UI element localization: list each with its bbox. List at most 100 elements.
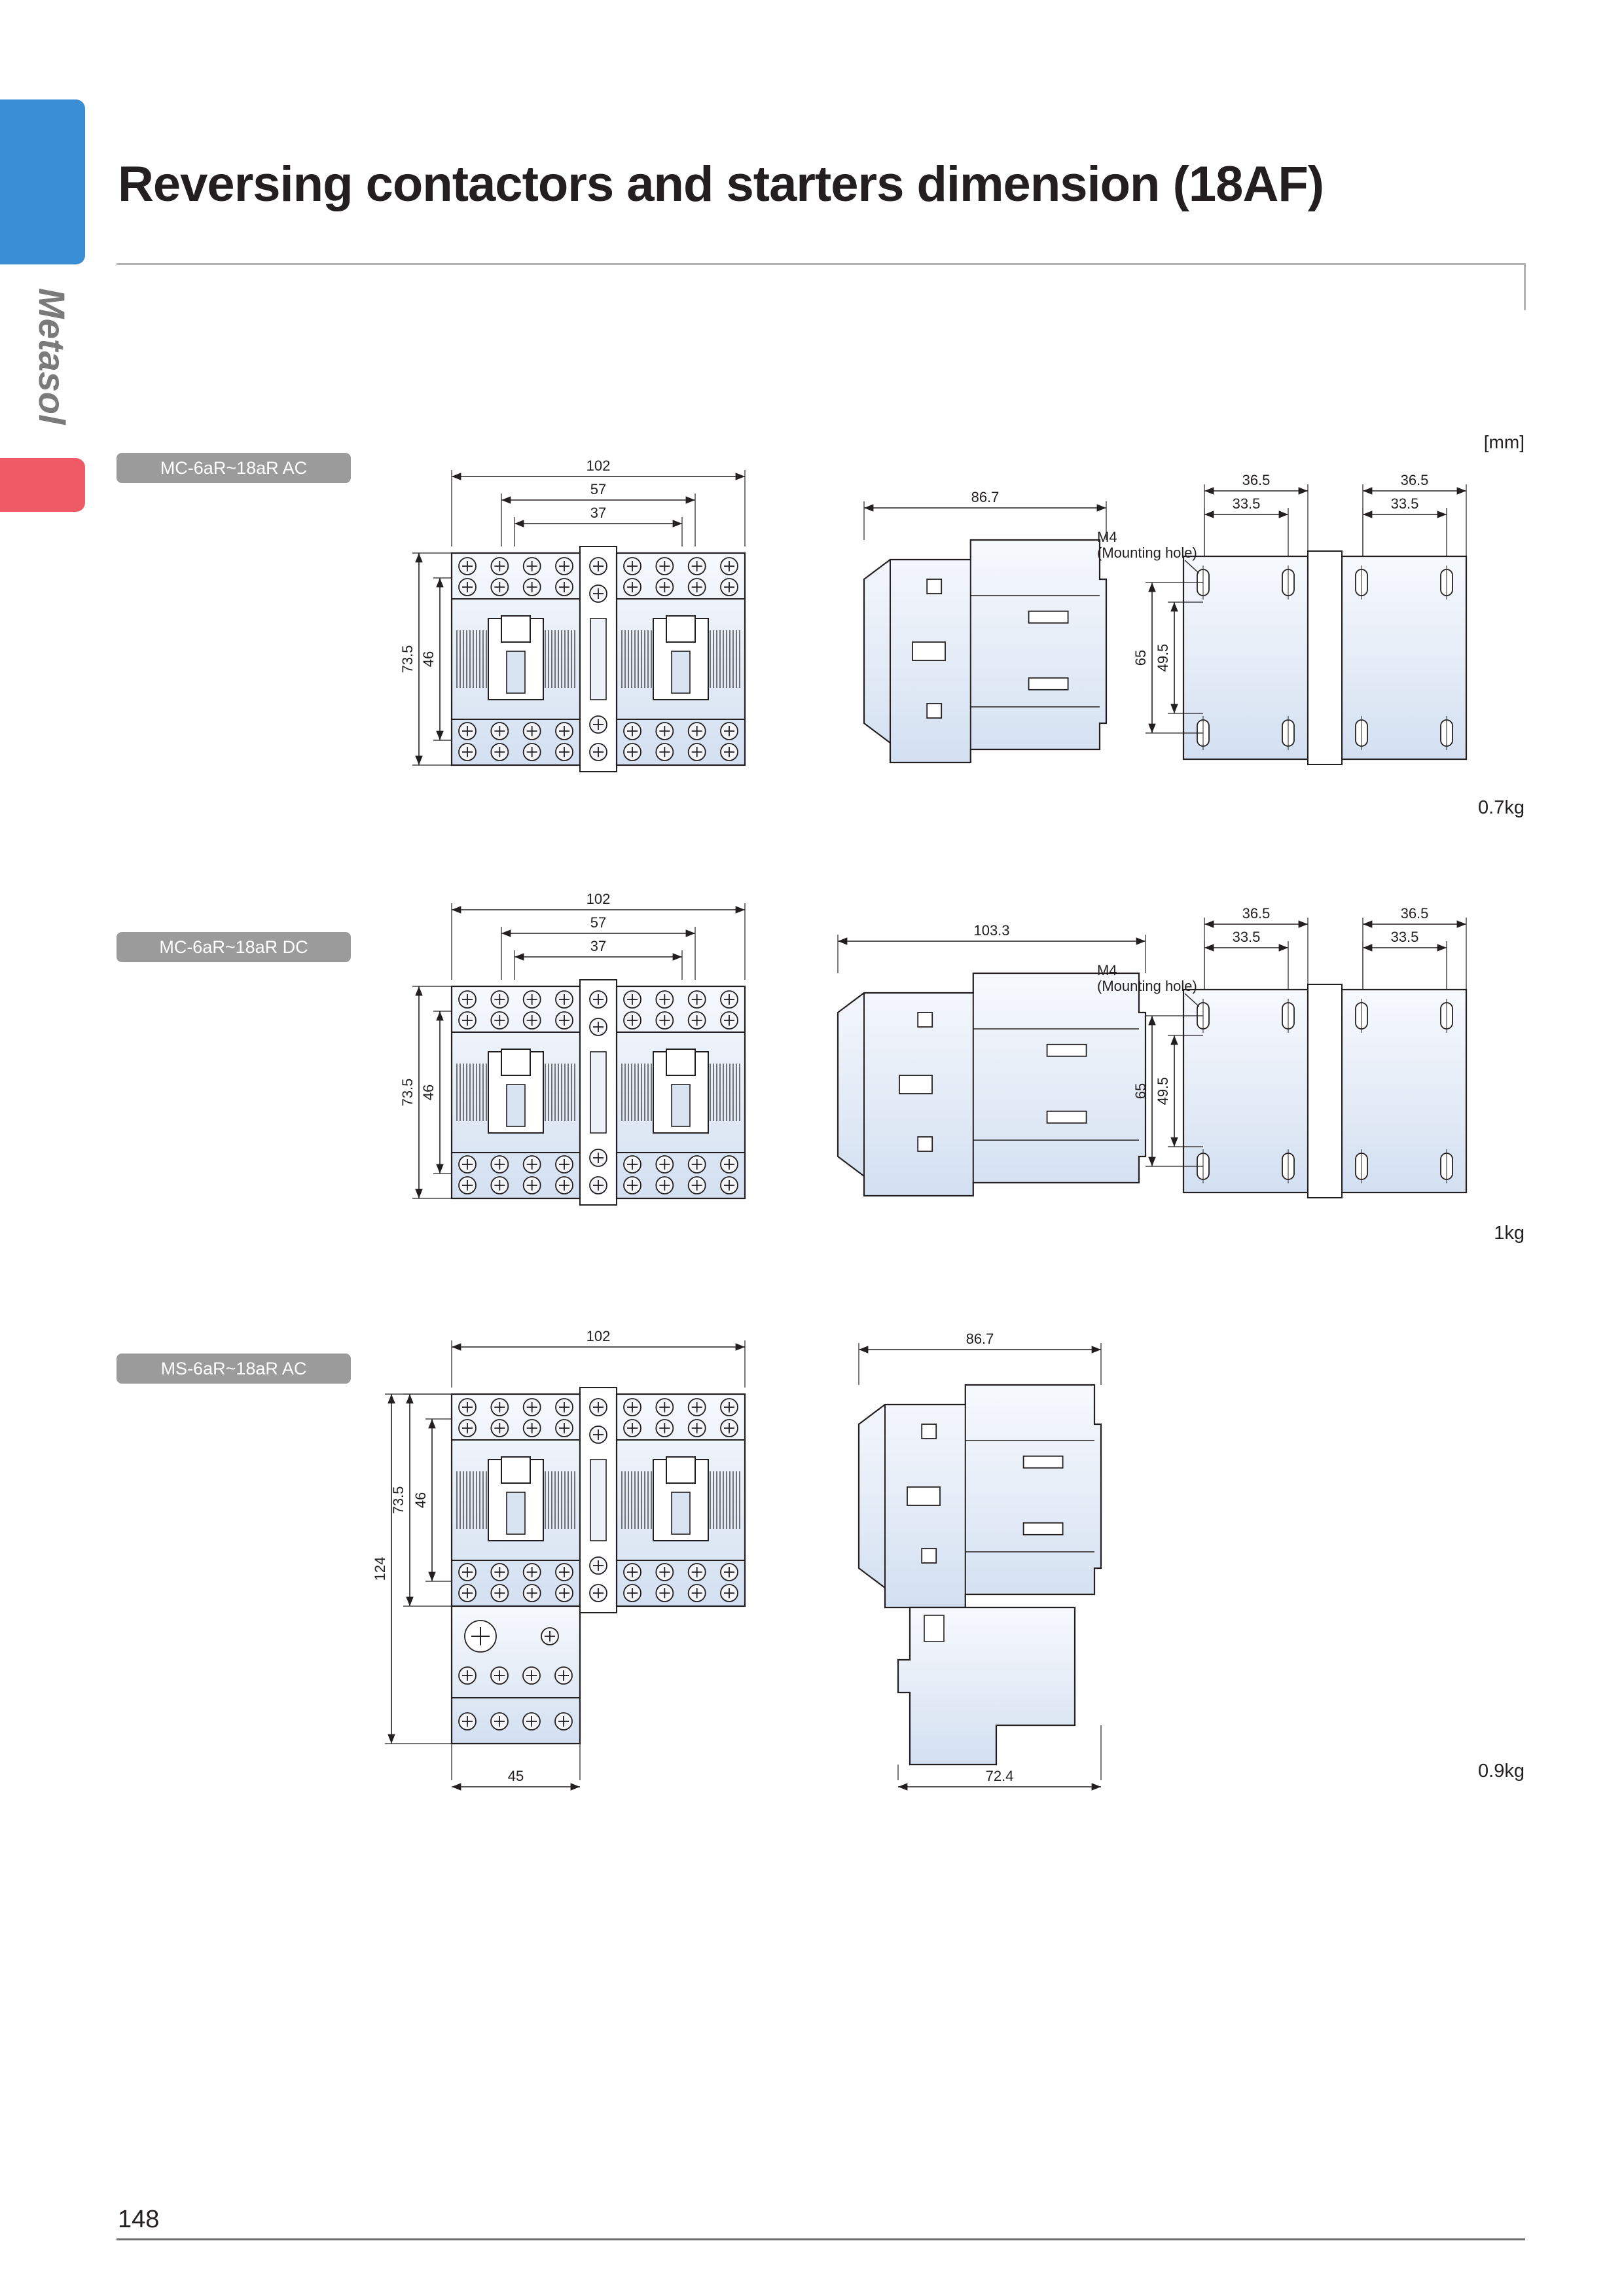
section-2-front-view-unit-left-screw-t1-0: [458, 990, 477, 1009]
section-2-side-view-slot-1: [1046, 1043, 1087, 1057]
dim-depth-2-label: 103.3: [973, 922, 1009, 939]
section-2-front-view-unit-right-screw-b2-3: [720, 1176, 738, 1194]
weight-1: 0.7kg: [1478, 797, 1525, 818]
section-3-front-view-unit-right-screw-b2-0: [623, 1584, 641, 1602]
section-3-front-view-unit-right-screw-b1-3: [720, 1563, 738, 1581]
section-1-front-view-unit-right-slider: [671, 651, 691, 694]
section-2-front-view-unit-left-screw-b1-2: [522, 1155, 541, 1174]
section-1-front-view-unit-left-screw-b1-1: [490, 722, 509, 740]
section-1-front-view-unit-right-screw-b1-3: [720, 722, 738, 740]
section-3-front-view-unit-right-screw-t1-0: [623, 1398, 641, 1416]
section-1-front-view-unit-left-screw-t1-3: [555, 557, 573, 575]
page-title: Reversing contactors and starters dimens…: [118, 156, 1324, 212]
title-rule-end: [1524, 263, 1526, 310]
dim-height-1-label: 73.5: [399, 645, 416, 673]
section-1-front-view-unit-left-coil: [456, 630, 575, 688]
section-1-front-view-unit-left-screw-b2-1: [490, 743, 509, 761]
section-3-front-view-unit-right-screw-t1-1: [655, 1398, 674, 1416]
section-1-front-view-unit-left-screw-t2-2: [522, 578, 541, 596]
section-1-front-view-interlock-screw-4: [589, 743, 607, 761]
section-3-front-view-unit-left-screw-b2-3: [555, 1584, 573, 1602]
section-2-front-view-unit-left-screw-t2-1: [490, 1011, 509, 1030]
section-2-front-view-unit-left-screw-b2-1: [490, 1176, 509, 1194]
section-3-front-view-interlock-screw-2: [589, 1426, 607, 1444]
section-2-front-view-unit-left-screw-t1-3: [555, 990, 573, 1009]
hole-label-2: M4: [1097, 962, 1117, 978]
dim-inner-height-1: 46: [420, 577, 452, 741]
section-2-front-view-unit-left-screw-b1-0: [458, 1155, 477, 1174]
relay-side-outline: [897, 1606, 1076, 1766]
dim-width-2: 102: [451, 891, 746, 980]
section-1-front-view-unit-left-screw-b1-2: [522, 722, 541, 740]
dim-height-total-3-label: 124: [372, 1557, 388, 1581]
dim-width-3-label: 102: [586, 1328, 611, 1344]
section-3-front-view-unit-right-screw-t2-0: [623, 1419, 641, 1437]
section-2-front-view-unit-right-screw-t2-0: [623, 1011, 641, 1030]
section-1-front-view-unit-right-coil: [621, 630, 740, 688]
section-2-front-view-unit-left-screw-b2-0: [458, 1176, 477, 1194]
section-3-front-view-unit-right-screw-b1-2: [687, 1563, 706, 1581]
section-3-front-view-unit-left-screw-t1-0: [458, 1398, 477, 1416]
section-1-front-view-unit-right-screw-t2-1: [655, 578, 674, 596]
dim-depth-3-label: 86.7: [966, 1331, 994, 1347]
section-1-front-view-interlock-slot: [590, 618, 607, 700]
section-3-front-view: [450, 1387, 746, 1613]
section-1-front-view-unit-left-screw-t2-1: [490, 578, 509, 596]
section-2-side-view-slot-2: [1046, 1110, 1087, 1124]
dim-mount-h-2: 65: [1132, 1015, 1203, 1167]
dim-height-total-3: 124: [372, 1393, 452, 1744]
section-1-front-view-unit-right-screw-b2-2: [687, 743, 706, 761]
section-1-side-view: [863, 539, 1108, 764]
section-2-front-view-unit-left-screw-t1-1: [490, 990, 509, 1009]
section-1-front-view-unit-right-screw-t2-2: [687, 578, 706, 596]
section-3-side-view-lever: [907, 1486, 941, 1506]
section-2-front-view-interlock-slot: [590, 1051, 607, 1134]
section-2-front-view-unit-left-screw-t2-2: [522, 1011, 541, 1030]
section-label-2: MC-6aR~18aR DC: [117, 932, 351, 962]
overload-screw-bottom-1: [490, 1712, 509, 1731]
dim-m1-1-label: 36.5: [1242, 472, 1271, 488]
hole-leader-1: [1184, 560, 1200, 574]
section-2-front-view-unit-left-coil: [456, 1064, 575, 1121]
section-2-front-view-interlock-screw-2: [589, 1018, 607, 1036]
dim-m2-2: 36.5: [1362, 905, 1467, 990]
section-2-front-view-unit-left-indicator: [501, 1049, 531, 1076]
section-2-front-view-unit-right-screw-t1-0: [623, 990, 641, 1009]
section-1-front-view-unit-left-screw-b2-2: [522, 743, 541, 761]
dim-m2-1-label: 36.5: [1401, 472, 1429, 488]
dim-height-2: 73.5: [399, 986, 452, 1199]
section-1-front-view-unit-left-screw-t2-3: [555, 578, 573, 596]
section-3-front-view-unit-left-screw-t1-3: [555, 1398, 573, 1416]
section-3-overload-relay: [450, 1605, 581, 1745]
section-3-side-view-window-2: [921, 1548, 937, 1564]
section-1-front-view-unit-right-screw-t1-1: [655, 557, 674, 575]
dim-m2-inner-1: 33.5: [1362, 495, 1447, 556]
section-3-front-view-unit-left-screw-b2-1: [490, 1584, 509, 1602]
section-2-front-view-unit-left-screw-t1-2: [522, 990, 541, 1009]
section-1-front-view-unit-right-screw-t2-0: [623, 578, 641, 596]
section-2-front-view-unit-left-screw-b1-1: [490, 1155, 509, 1174]
section-1-front-view-interlock-screw-3: [589, 715, 607, 734]
section-2-front-view-unit-right-indicator: [666, 1049, 696, 1076]
section-3-front-view-unit-right-coil: [621, 1471, 740, 1529]
section-1-front-view-unit-left-screw-b2-3: [555, 743, 573, 761]
section-3-side-view-outline: [857, 1384, 1102, 1609]
section-2-front-view-unit-left-slider: [506, 1084, 526, 1127]
dim-width-2-label: 102: [586, 891, 611, 907]
section-2-mount-right: [1341, 988, 1468, 1194]
dim-height-3: 73.5: [390, 1393, 452, 1607]
section-3-front-view-unit-left-screw-b1-1: [490, 1563, 509, 1581]
section-2-front-view-unit-left-screw-b1-3: [555, 1155, 573, 1174]
section-3-front-view-unit-left-coil: [456, 1471, 575, 1529]
dim-m1-inner-2-label: 33.5: [1233, 929, 1261, 945]
section-2-front-view-unit-right-screw-b1-3: [720, 1155, 738, 1174]
section-tab-blue: [0, 99, 85, 264]
section-1-mount-gap: [1307, 550, 1343, 765]
section-2-front-view-unit-right-screw-b2-1: [655, 1176, 674, 1194]
section-3-front-view-unit-left-screw-b2-0: [458, 1584, 477, 1602]
dim-mount-h-inner-2-label: 49.5: [1155, 1077, 1171, 1105]
section-2-side-view-lever: [899, 1075, 933, 1094]
section-1-front-view-unit-left-screw-b1-3: [555, 722, 573, 740]
dim-mount-h-2-label: 65: [1132, 1083, 1149, 1099]
